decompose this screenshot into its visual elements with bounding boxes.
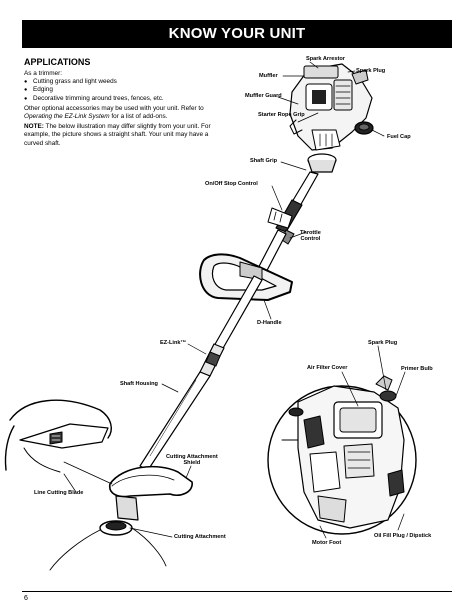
applications-list: Cutting grass and light weeds Edging Dec…	[24, 78, 224, 103]
label-cutting-attachment: Cutting Attachment	[174, 534, 226, 540]
label-shield-line-2: Shield	[183, 460, 201, 467]
mid-shaft-drawing	[139, 275, 263, 471]
list-item: Decorative trimming around trees, fences…	[24, 95, 224, 103]
label-d-handle: D-Handle	[257, 320, 282, 326]
note-text: The below illustration may differ slight…	[24, 123, 211, 147]
label-spark-plug-detail: Spark Plug	[368, 340, 398, 346]
label-spark-plug-top: Spark Plug	[356, 68, 386, 74]
label-air-filter-cover: Air Filter Cover	[307, 365, 348, 371]
list-item: Cutting grass and light weeds	[24, 78, 224, 86]
footer-divider	[22, 591, 452, 592]
applications-intro: As a trimmer:	[24, 70, 62, 77]
label-throttle-line-2: Control	[300, 236, 321, 243]
label-motor-foot: Motor Foot	[312, 540, 342, 546]
optional-accessories-text: Other optional accessories may be used w…	[24, 105, 224, 121]
list-item: Edging	[24, 86, 224, 94]
engine-drawing	[289, 63, 374, 173]
upper-shaft-drawing	[253, 171, 319, 281]
applications-section: APPLICATIONS As a trimmer: Cutting grass…	[24, 57, 224, 148]
label-shaft-housing: Shaft Housing	[120, 381, 158, 387]
label-on-off-stop-control: On/Off Stop Control	[205, 181, 258, 187]
label-cutting-attachment-shield: Cutting Attachment Shield	[166, 454, 218, 467]
page-header-title: KNOW YOUR UNIT	[22, 20, 452, 48]
label-primer-bulb: Primer Bulb	[401, 366, 433, 372]
label-starter-rope-grip: Starter Rope Grip	[258, 112, 305, 118]
label-muffler: Muffler	[259, 73, 278, 79]
optional-text-italic: Operating the EZ-Link System	[24, 113, 110, 121]
label-line-cutting-blade: Line Cutting Blade	[34, 490, 84, 496]
page-number: 6	[24, 595, 28, 602]
label-muffler-guard: Muffler Guard	[245, 93, 282, 99]
note-paragraph: NOTE: The below illustration may differ …	[24, 123, 224, 148]
label-shaft-grip: Shaft Grip	[250, 158, 278, 164]
cutting-head-drawing	[49, 465, 193, 571]
engine-detail-drawing	[267, 375, 417, 535]
label-throttle-line-1: Throttle	[300, 230, 321, 236]
callout-lines	[63, 61, 406, 539]
optional-text-a: Other optional accessories may be used w…	[24, 104, 204, 112]
label-throttle-control: Throttle Control	[300, 230, 321, 243]
label-spark-arrestor: Spark Arrestor	[306, 56, 345, 62]
label-fuel-cap: Fuel Cap	[387, 134, 411, 140]
label-ez-link: EZ-Link™	[160, 340, 187, 346]
blade-detail-drawing	[4, 399, 113, 485]
applications-title: APPLICATIONS	[24, 57, 91, 67]
note-label: NOTE:	[24, 123, 44, 131]
optional-text-b: for a list of add-ons.	[109, 113, 168, 121]
label-oil-fill-plug-dipstick: Oil Fill Plug / Dipstick	[374, 533, 432, 539]
label-shield-line-1: Cutting Attachment	[166, 454, 218, 460]
